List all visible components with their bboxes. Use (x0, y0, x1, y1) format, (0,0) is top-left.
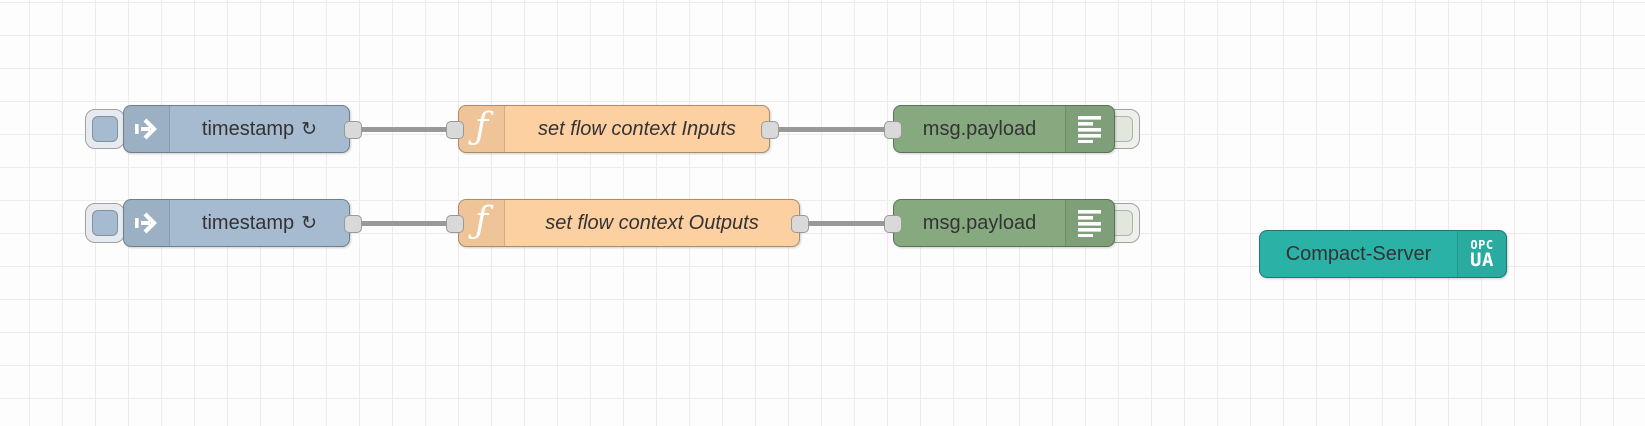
function-icon: ƒ (459, 200, 505, 246)
debug-input-port[interactable] (884, 214, 902, 233)
opcua-server-label: Compact-Server (1285, 242, 1432, 265)
wire-function-to-debug-top[interactable] (770, 126, 897, 132)
wire-inject-to-function-bottom[interactable] (352, 220, 456, 226)
inject-button[interactable] (85, 109, 125, 149)
inject-node-label: timestamp ↻ (170, 106, 349, 152)
debug-icon (1065, 200, 1114, 246)
inject-output-port[interactable] (344, 120, 362, 139)
function-output-port[interactable] (791, 214, 809, 233)
inject-icon (124, 106, 170, 152)
debug-bars-icon (1078, 116, 1101, 143)
opcua-badge: OPC UA (1457, 231, 1506, 277)
opcua-logo-icon: OPC UA (1470, 239, 1494, 270)
function-node-label: set flow context Outputs (545, 211, 759, 234)
function-f-icon: ƒ (474, 106, 489, 147)
opcua-logo-line2: UA (1470, 248, 1494, 271)
inject-button[interactable] (85, 203, 125, 243)
inject-icon (124, 200, 170, 246)
inject-label-text: timestamp (201, 211, 295, 234)
function-node-label: set flow context Inputs (538, 117, 736, 140)
repeat-icon: ↻ (301, 212, 318, 234)
debug-node-label: msg.payload (922, 211, 1037, 234)
debug-node[interactable]: msg.payload (893, 105, 1115, 153)
inject-button-fill (92, 116, 118, 142)
opcua-server-node[interactable]: Compact-Server OPC UA (1259, 230, 1507, 278)
function-icon: ƒ (459, 106, 505, 152)
wire-inject-to-function-top[interactable] (352, 126, 456, 132)
opcua-logo-line1: OPC (1470, 237, 1494, 252)
inject-button-fill (92, 210, 118, 236)
inject-output-port[interactable] (344, 214, 362, 233)
debug-node[interactable]: msg.payload (893, 199, 1115, 247)
wire-function-to-debug-bottom[interactable] (800, 220, 897, 226)
inject-label-text: timestamp (201, 117, 295, 140)
debug-input-port[interactable] (884, 120, 902, 139)
repeat-icon: ↻ (301, 118, 318, 140)
inject-node-label: timestamp ↻ (170, 200, 349, 246)
function-input-port[interactable] (446, 120, 464, 139)
function-f-icon: ƒ (474, 200, 489, 241)
function-node[interactable]: ƒ set flow context Outputs (458, 199, 800, 247)
function-node[interactable]: ƒ set flow context Inputs (458, 105, 770, 153)
inject-node[interactable]: timestamp ↻ (123, 105, 350, 153)
function-input-port[interactable] (446, 214, 464, 233)
inject-arrow-icon (134, 212, 157, 234)
inject-node[interactable]: timestamp ↻ (123, 199, 350, 247)
debug-bars-icon (1078, 210, 1101, 237)
function-output-port[interactable] (761, 120, 779, 139)
inject-arrow-icon (134, 118, 157, 140)
debug-icon (1065, 106, 1114, 152)
debug-node-label: msg.payload (922, 117, 1037, 140)
